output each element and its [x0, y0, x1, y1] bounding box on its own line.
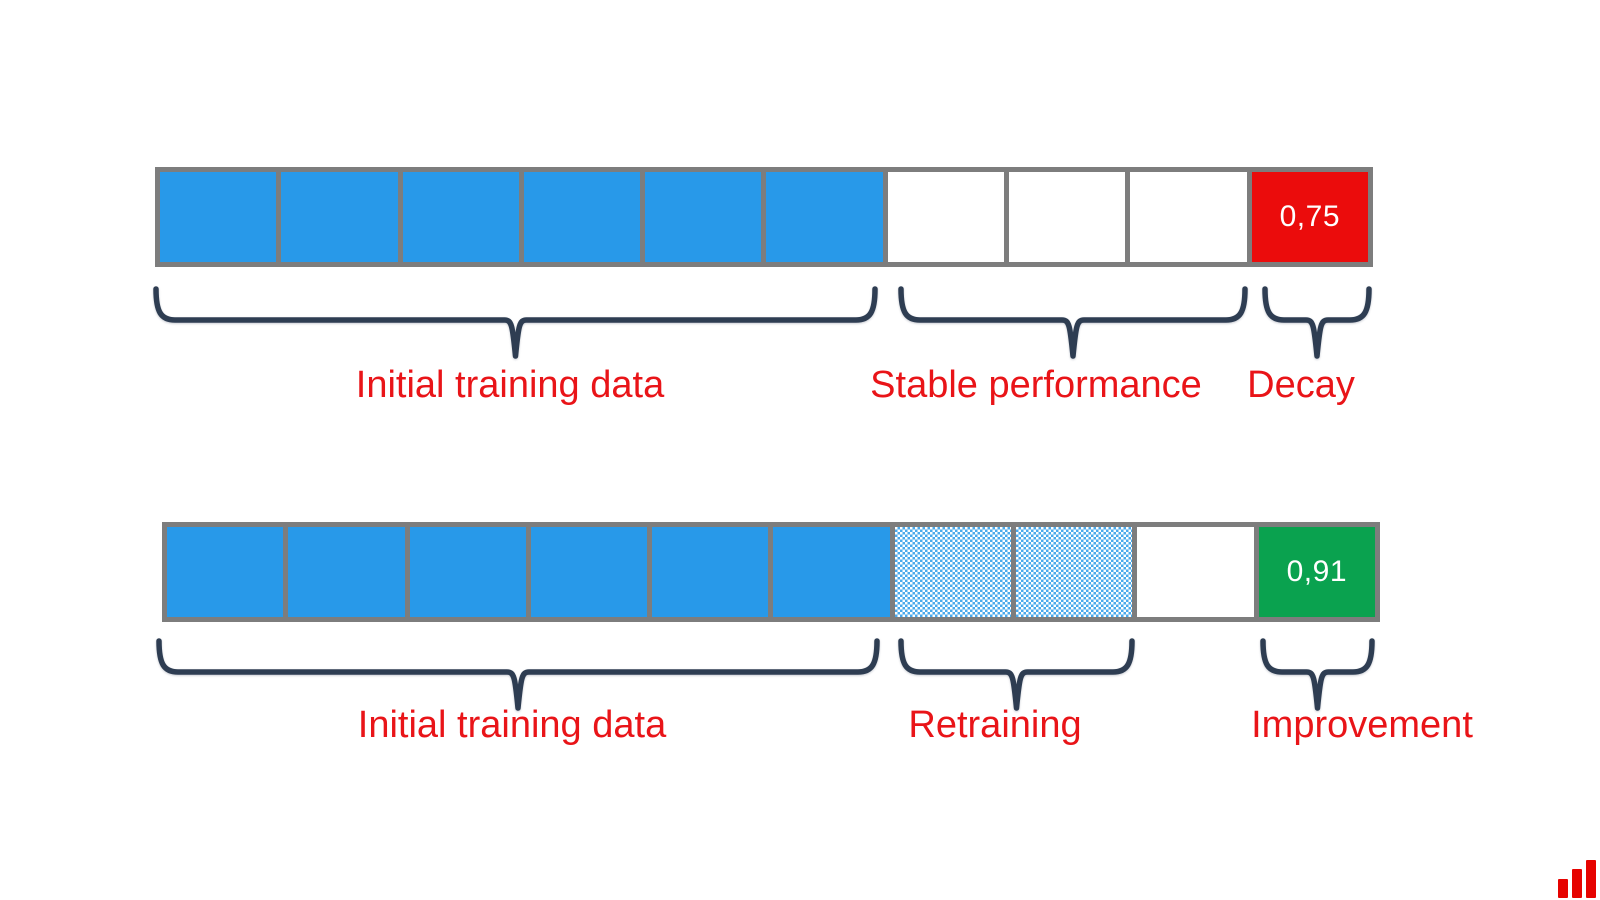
score-value: 0,75 — [1279, 200, 1341, 233]
cell-filled — [652, 527, 769, 617]
cell-filled — [773, 527, 890, 617]
label-retraining: Retraining — [908, 704, 1082, 746]
bar-chart-logo — [1558, 858, 1598, 898]
label-improvement: Improvement — [1251, 704, 1473, 746]
timeline-bar: 0,75 — [155, 167, 1373, 267]
cell-filled — [766, 172, 883, 262]
cell-filled — [523, 172, 641, 262]
cell-retrain — [894, 527, 1012, 617]
brace-retraining — [898, 638, 1135, 711]
cell-filled — [281, 172, 398, 262]
logo-bar-icon — [1558, 879, 1568, 898]
brace-improvement — [1260, 638, 1375, 711]
cell-filled — [402, 172, 519, 262]
cell-empty — [887, 172, 1005, 262]
cell-filled — [288, 527, 405, 617]
cell-filled — [530, 527, 648, 617]
score-value: 0,91 — [1286, 555, 1348, 588]
brace-initial-training-data — [156, 638, 880, 711]
cell-score: 0,91 — [1258, 527, 1375, 617]
label-initial-training-data: Initial training data — [357, 704, 667, 746]
label-decay: Decay — [1247, 364, 1355, 406]
brace-decay — [1262, 286, 1372, 359]
cell-filled — [409, 527, 526, 617]
cell-filled — [645, 172, 762, 262]
brace-stable-performance — [898, 286, 1248, 359]
cell-filled — [160, 172, 277, 262]
cell-empty — [1009, 172, 1126, 262]
cell-empty — [1130, 172, 1247, 262]
cell-score: 0,75 — [1251, 172, 1368, 262]
timeline-bar: 0,91 — [162, 522, 1380, 622]
logo-bar-icon — [1572, 869, 1582, 898]
label-stable-performance: Stable performance — [870, 364, 1202, 406]
cell-empty — [1137, 527, 1254, 617]
cell-retrain — [1016, 527, 1133, 617]
logo-bar-icon — [1586, 860, 1596, 898]
label-initial-training-data: Initial training data — [355, 364, 665, 406]
cell-filled — [167, 527, 284, 617]
brace-initial-training-data — [153, 286, 878, 359]
